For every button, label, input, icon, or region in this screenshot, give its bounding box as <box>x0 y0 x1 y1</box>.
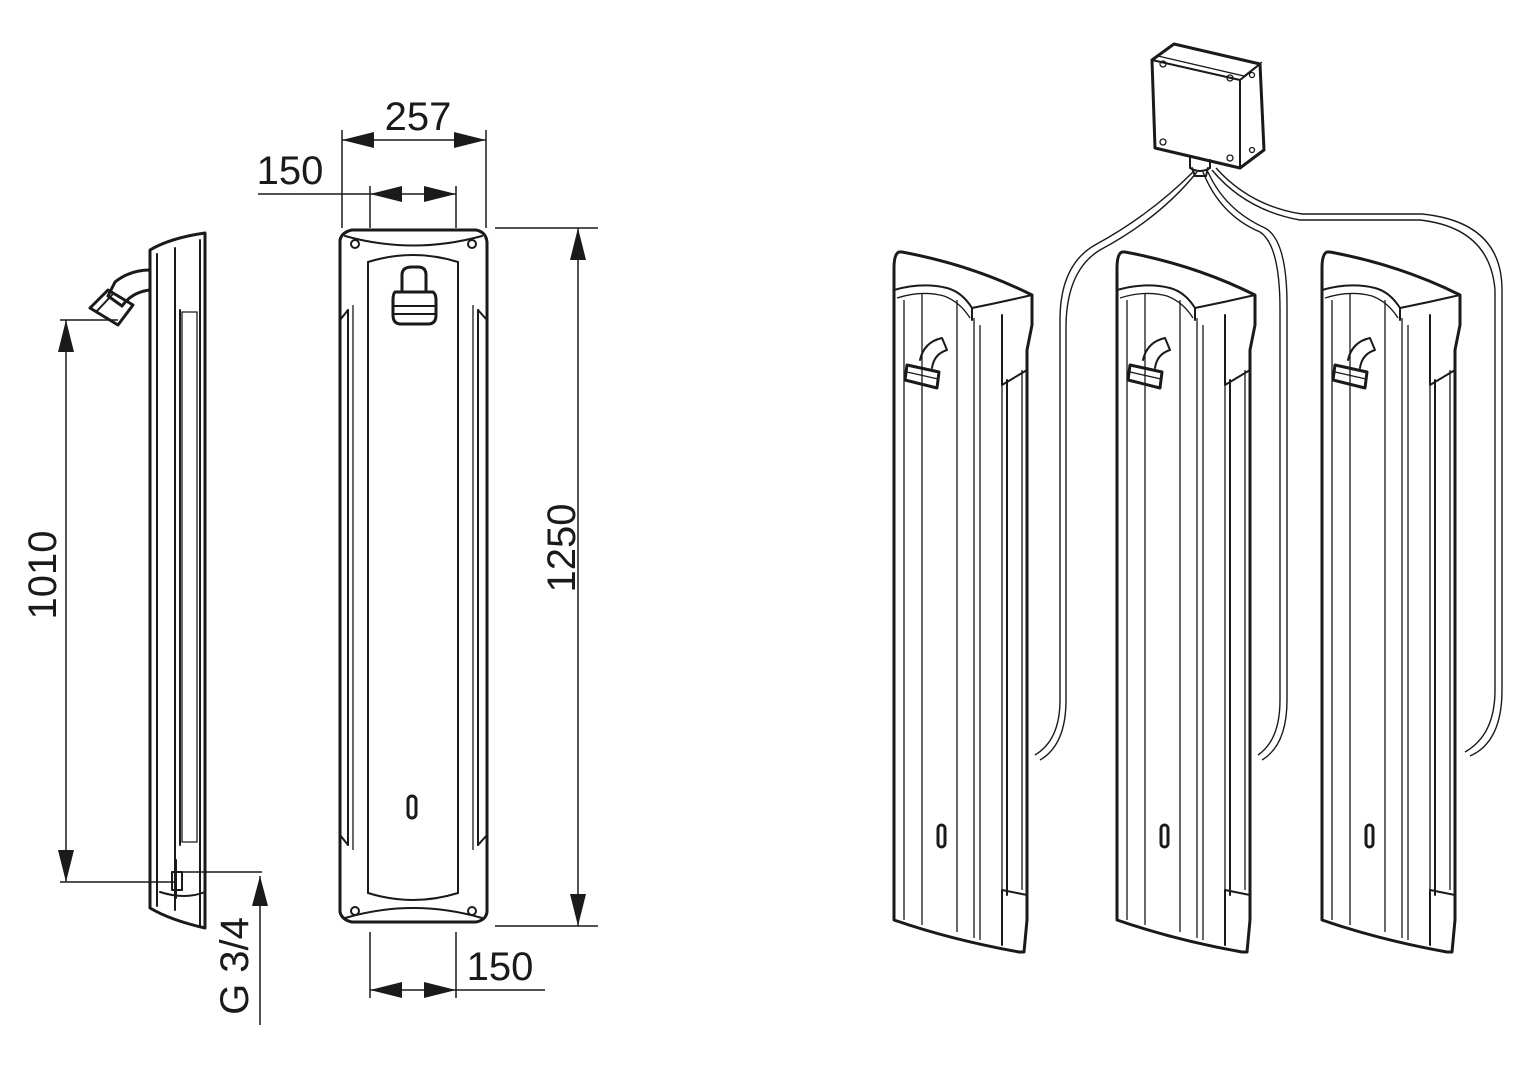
top-inner-width-dimension: 150 <box>257 149 457 228</box>
outlet-height-dimension: 1010 <box>21 319 176 883</box>
connection-thread-dimension: G 3/4 <box>176 871 268 1025</box>
shower-panel-side-view <box>88 231 207 930</box>
total-width-label: 257 <box>385 95 452 139</box>
shower-panel-3 <box>1320 250 1462 954</box>
total-height-dimension: 1250 <box>495 227 598 927</box>
shower-panel-1 <box>892 250 1034 954</box>
bottom-inner-width-dimension: 150 <box>369 932 545 998</box>
bottom-inner-width-label: 150 <box>467 945 534 989</box>
control-cables <box>1034 167 1503 761</box>
connection-thread-label: G 3/4 <box>213 917 257 1015</box>
top-inner-width-label: 150 <box>257 149 324 193</box>
total-height-label: 1250 <box>540 504 584 593</box>
outlet-height-label: 1010 <box>21 531 65 620</box>
total-width-dimension: 257 <box>341 95 487 228</box>
shower-panel-front-view <box>338 228 489 924</box>
control-junction-box <box>1150 42 1266 177</box>
shower-panel-2 <box>1115 250 1257 954</box>
